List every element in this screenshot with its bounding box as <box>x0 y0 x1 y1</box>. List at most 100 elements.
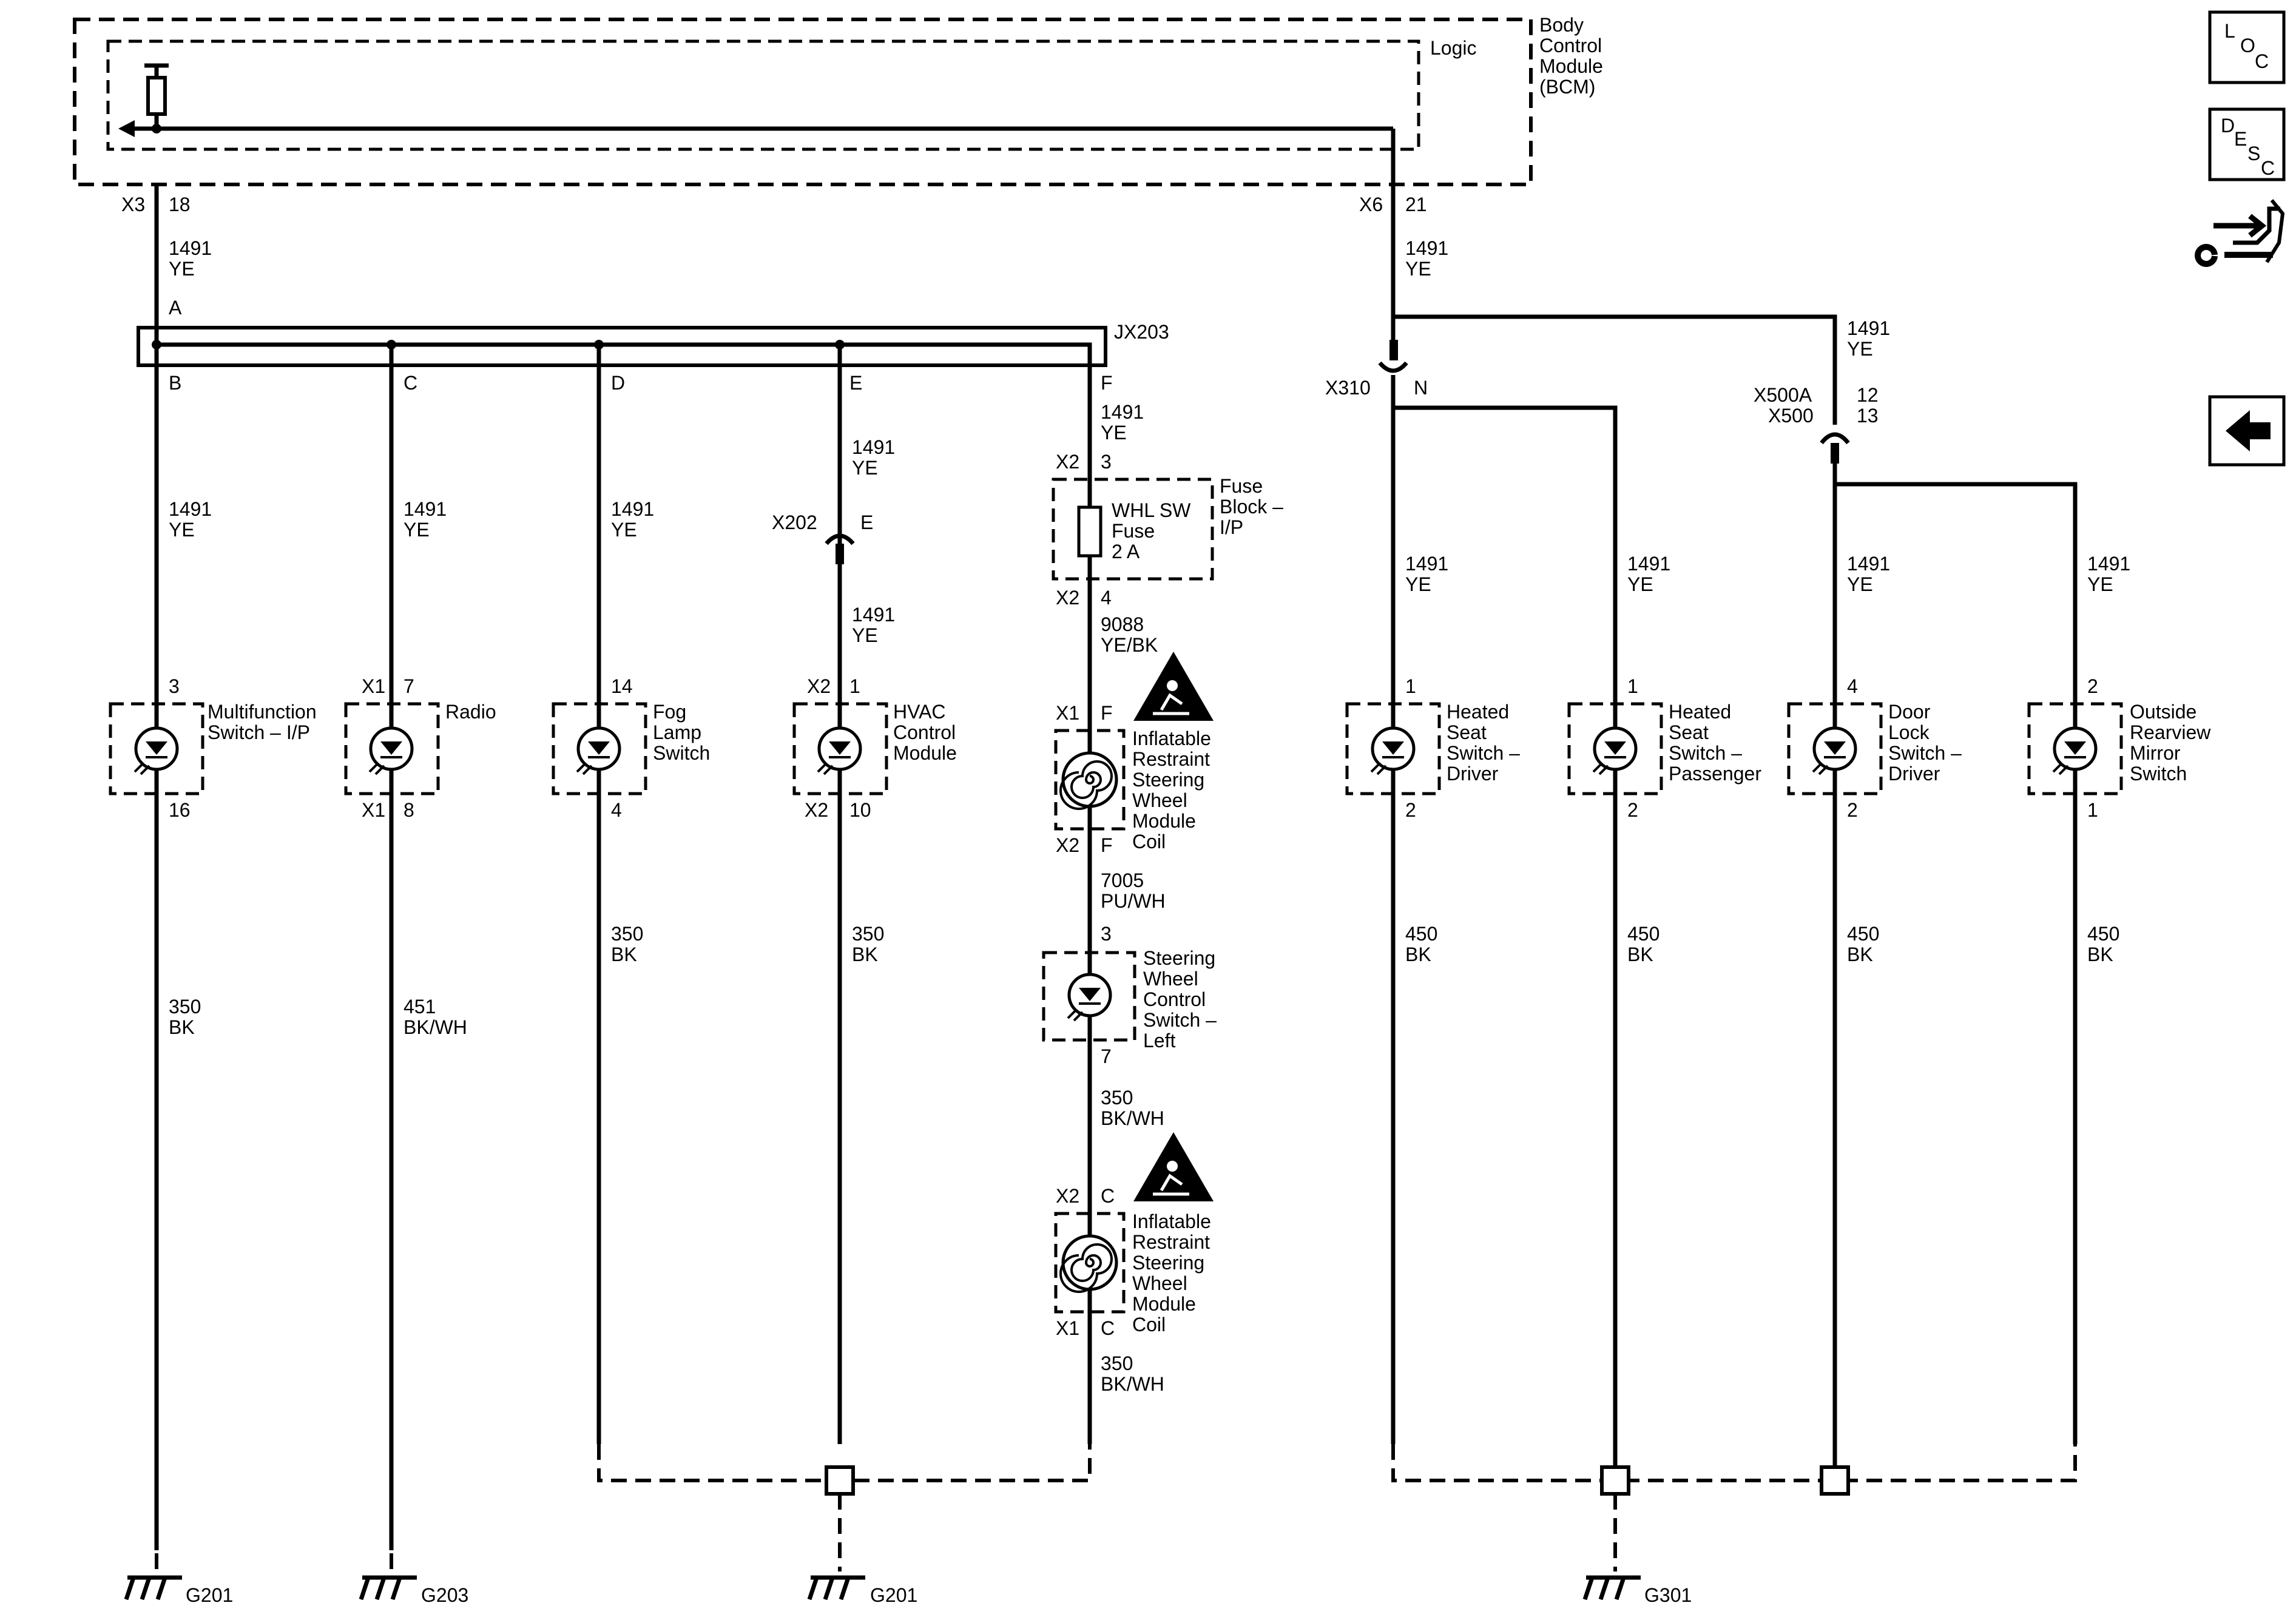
inline-pin: 13 <box>1857 405 1879 427</box>
device-label-2: Lamp <box>653 721 701 743</box>
device-label: Switch – <box>1669 742 1742 764</box>
fuse-block <box>1052 478 1214 581</box>
ground-symbol <box>359 1575 417 1601</box>
device-label-1: Radio <box>445 701 496 723</box>
branch-b: 1491 YE 3 Multifunction Switch – I/P 16 … <box>109 498 317 1606</box>
wire-circuit: 1491 <box>1627 553 1670 575</box>
desc-letter: E <box>2234 128 2247 150</box>
pin-label: F <box>1101 834 1113 856</box>
loc-letter: L <box>2224 20 2235 42</box>
wire-circuit: 450 <box>1847 923 1879 945</box>
pin-label: 4 <box>611 799 622 821</box>
wire-circuit: 1491 <box>1847 317 1890 339</box>
device-label: Door <box>1888 701 1931 723</box>
wire-circuit: 1491 <box>1405 553 1448 575</box>
back-arrow-icon[interactable] <box>2208 395 2286 467</box>
inline-name: X500A <box>1754 384 1812 406</box>
wire-circuit: 451 <box>403 996 436 1018</box>
wire-color: BK/WH <box>1101 1107 1164 1129</box>
coil-label: Steering <box>1132 1252 1204 1274</box>
swc-label: Switch – <box>1143 1009 1217 1031</box>
wire-circuit: 7005 <box>1101 869 1144 891</box>
wire-circuit: 450 <box>1405 923 1437 945</box>
inline-pin: 12 <box>1857 384 1879 406</box>
loc-button[interactable]: L O C <box>2208 10 2286 84</box>
swc-label: Steering <box>1143 947 1215 969</box>
splice-pin-a: A <box>169 297 182 319</box>
wire-color: BK <box>1847 944 1873 965</box>
device-label-2: Control <box>893 721 956 743</box>
splice-pin-f: F <box>1101 372 1113 394</box>
device-label: Driver <box>1888 763 1940 785</box>
conn-label: X1 <box>1056 702 1079 724</box>
device-label: Mirror <box>2130 742 2181 764</box>
pin-label: 3 <box>1101 451 1112 473</box>
wire-color: YE <box>1847 573 1873 595</box>
pin-label: 7 <box>403 675 414 697</box>
device-label: Seat <box>1447 721 1487 743</box>
device-label-3: Module <box>893 742 957 764</box>
wire-color: BK/WH <box>403 1016 467 1038</box>
wire-main-circuit: 1491 <box>169 237 212 259</box>
switch-lamp-icon <box>368 726 414 775</box>
conn-label: X2 <box>1056 451 1079 473</box>
conn-label: X1 <box>1056 1317 1079 1339</box>
device-label: Rearview <box>2130 721 2211 743</box>
pin-label: 7 <box>1101 1045 1112 1067</box>
wire-circuit: 1491 <box>2087 553 2130 575</box>
bcm-name-4: (BCM) <box>1539 76 1595 98</box>
wire-circuit: 1491 <box>852 436 895 458</box>
wire-circuit: 1491 <box>611 498 654 520</box>
ground-label: G201 <box>186 1584 233 1606</box>
clockspring-coil-icon <box>1059 1234 1118 1293</box>
wire-color: YE <box>1627 573 1653 595</box>
device-label-1: Multifunction <box>208 701 317 723</box>
inline-name: X202 <box>772 511 817 533</box>
device-label: Driver <box>1447 763 1499 785</box>
pin-label: 3 <box>1101 923 1112 945</box>
ground-label: G301 <box>1644 1584 1692 1606</box>
pin-label: 3 <box>169 675 180 697</box>
bcm-right-conn: X6 <box>1359 194 1383 215</box>
inline-name: X310 <box>1325 377 1371 399</box>
wire-circuit: 9088 <box>1101 613 1144 635</box>
fuse-label: WHL SW <box>1112 499 1191 521</box>
device-label-1: HVAC <box>893 701 946 723</box>
bcm-name-3: Module <box>1539 55 1603 77</box>
splice-name: JX203 <box>1114 321 1169 343</box>
device-label-3: Switch <box>653 742 710 764</box>
branch-d: 1491 YE 14 Fog Lamp Switch 4 350 BK <box>552 345 710 1444</box>
pin-label: 2 <box>1627 799 1638 821</box>
pin-label: 14 <box>611 675 633 697</box>
wire-circuit: 1491 <box>1101 401 1144 423</box>
swc-label: Wheel <box>1143 968 1198 990</box>
ground-collector-mid: G201 <box>597 1444 1092 1606</box>
pin-label: 16 <box>169 799 191 821</box>
desc-button[interactable]: D E S C <box>2208 107 2286 181</box>
wire-circuit: 450 <box>1627 923 1660 945</box>
pin-label: 1 <box>1405 675 1416 697</box>
switch-lamp-icon <box>576 726 621 775</box>
bcm-name-2: Control <box>1539 35 1602 56</box>
coil-label: Wheel <box>1132 1272 1187 1294</box>
wire-circuit: 350 <box>1101 1087 1133 1109</box>
wire-circuit: 350 <box>852 923 884 945</box>
wire-circuit: 450 <box>2087 923 2119 945</box>
fuse-block-label: Block – <box>1220 496 1283 518</box>
wire-color: YE <box>1405 573 1431 595</box>
loc-letter: O <box>2240 35 2255 56</box>
splice-pin-e: E <box>849 372 862 394</box>
bcm-name-1: Body <box>1539 14 1584 36</box>
bcm-module: Logic Body Control Module (BCM) <box>73 14 1603 186</box>
conn-label: X2 <box>807 675 831 697</box>
connector-wrench-icon[interactable] <box>2195 199 2285 267</box>
splice-pin-d: D <box>611 372 625 394</box>
splice-pin-c: C <box>403 372 417 394</box>
switch-lamp-icon <box>1592 726 1638 775</box>
pin-label: 10 <box>849 799 871 821</box>
wire-color: YE/BK <box>1101 634 1158 656</box>
ground-symbol <box>124 1575 182 1601</box>
switch-lamp-icon <box>817 726 862 775</box>
splice-pin-b: B <box>169 372 181 394</box>
coil-label: Coil <box>1132 831 1166 852</box>
